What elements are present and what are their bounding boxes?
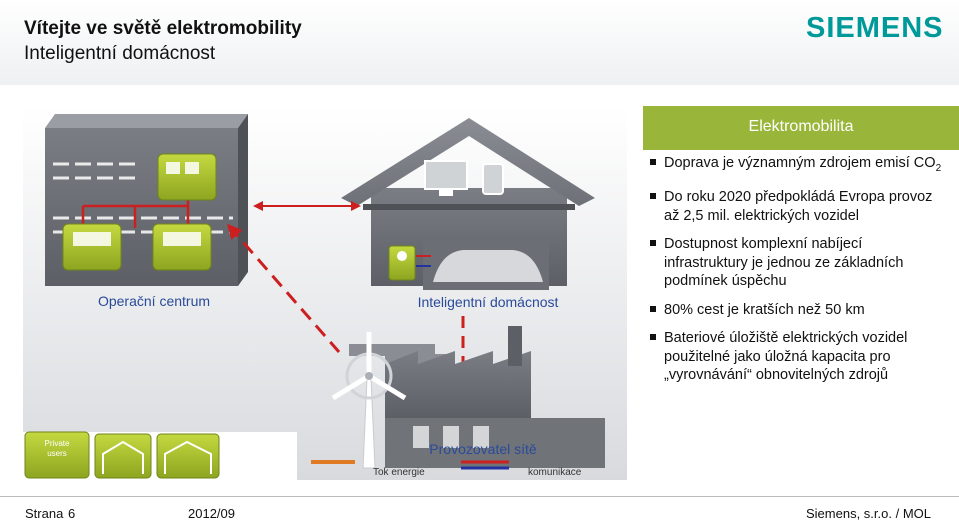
smart-home-diagram: Operační centrum Inteligentní domácnost … [23,106,627,480]
bullet-item: Doprava je významným zdrojem emisí CO2 [649,154,949,178]
monitor-panel-icon [152,223,212,271]
private-users-group [23,431,297,480]
computer-icon [424,160,468,196]
smart-home-building [341,118,595,290]
panel-divider [643,148,959,150]
bullet-item: Bateriové úložiště elektrických vozidel … [649,329,949,385]
wallbox-charger-icon [388,245,416,281]
footer-divider [0,496,959,497]
operations-center-building [45,114,248,286]
page-label: Strana [25,506,64,521]
smart-home-label: Inteligentní domácnost [418,294,559,310]
electric-car-icon [433,250,543,282]
control-console-icon [157,153,217,201]
bullet-item: 80% cest je kratších než 50 km [649,301,949,320]
private-users-label-line2: users [47,449,67,458]
server-panel-icon [62,223,122,271]
grid-operator-factory [349,326,605,468]
wind-turbine-icon [331,332,407,469]
legend [311,460,509,470]
tablet-icon [482,163,504,195]
operations-center-label: Operační centrum [98,293,210,309]
bullet-item: Do roku 2020 předpokládá Evropa provoz a… [649,188,949,225]
header-bar: Vítejte ve světě elektromobility Intelig… [0,0,959,85]
page-title: Vítejte ve světě elektromobility [24,18,302,39]
panel-header: Elektromobilita [643,106,959,148]
legend-energy-flow-label: Tok energie [373,467,425,478]
grid-operator-label: Provozovatel sítě [429,441,537,457]
footer-date: 2012/09 [188,506,235,521]
page-number: 6 [68,506,76,521]
private-users-label-line1: Private [45,439,70,448]
siemens-logo: SIEMENS [806,12,944,44]
footer-company: Siemens, s.r.o. / MOL [806,506,931,521]
bullet-list: Doprava je významným zdrojem emisí CO2 D… [649,154,949,395]
garage-icon [94,433,152,479]
legend-communication-label: komunikace [528,467,582,478]
page-subtitle: Inteligentní domácnost [24,43,216,64]
bullet-item: Dostupnost komplexní nabíjecí infrastruk… [649,235,949,291]
cars-icon [156,433,220,479]
